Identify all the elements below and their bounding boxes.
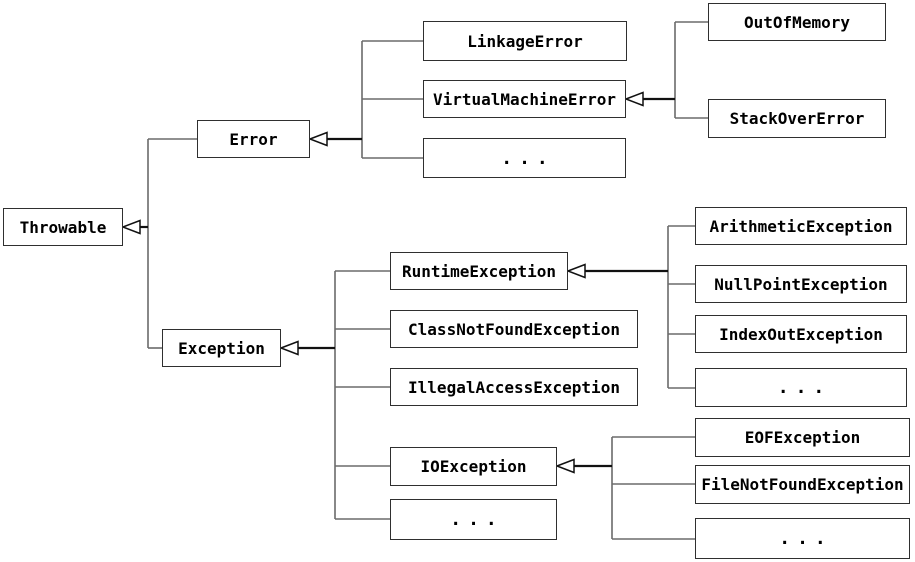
node-out-of-memory: OutOfMemory: [708, 3, 886, 41]
node-error: Error: [197, 120, 310, 158]
arrowhead-to-ioexception-icon: [554, 458, 575, 474]
node-virtual-machine-error: VirtualMachineError: [423, 80, 626, 118]
node-index-out-exception: IndexOutException: [695, 315, 907, 353]
node-illegal-access-exception: IllegalAccessException: [390, 368, 638, 406]
connector-lines: [147, 21, 708, 540]
node-class-not-found-exception: ClassNotFoundException: [390, 310, 638, 348]
arrowhead-to-throwable-icon: [120, 219, 141, 235]
node-stack-over-error: StackOverError: [708, 99, 886, 138]
node-eof-exception: EOFException: [695, 418, 910, 457]
node-exception-ellipsis: ...: [390, 499, 557, 540]
node-linkage-error: LinkageError: [423, 21, 627, 61]
node-error-ellipsis: ...: [423, 138, 626, 178]
arrowhead-to-runtimeexception-icon: [565, 263, 586, 279]
inheritance-arrow-shafts: [139, 97, 675, 468]
node-arithmetic-exception: ArithmeticException: [695, 207, 907, 245]
arrowhead-to-error-icon: [307, 131, 328, 147]
node-exception: Exception: [162, 329, 281, 367]
node-runtime-exception: RuntimeException: [390, 252, 568, 290]
inheritance-arrowheads: [120, 91, 644, 474]
node-runtime-ellipsis: ...: [695, 368, 907, 407]
arrowhead-to-exception-icon: [278, 340, 299, 356]
arrowhead-to-virtualmachineerror-icon: [623, 91, 644, 107]
node-throwable: Throwable: [3, 208, 123, 246]
node-io-exception: IOException: [390, 447, 557, 486]
node-file-not-found-exception: FileNotFoundException: [695, 465, 910, 504]
node-io-ellipsis: ...: [695, 518, 910, 559]
node-null-point-exception: NullPointException: [695, 265, 907, 303]
